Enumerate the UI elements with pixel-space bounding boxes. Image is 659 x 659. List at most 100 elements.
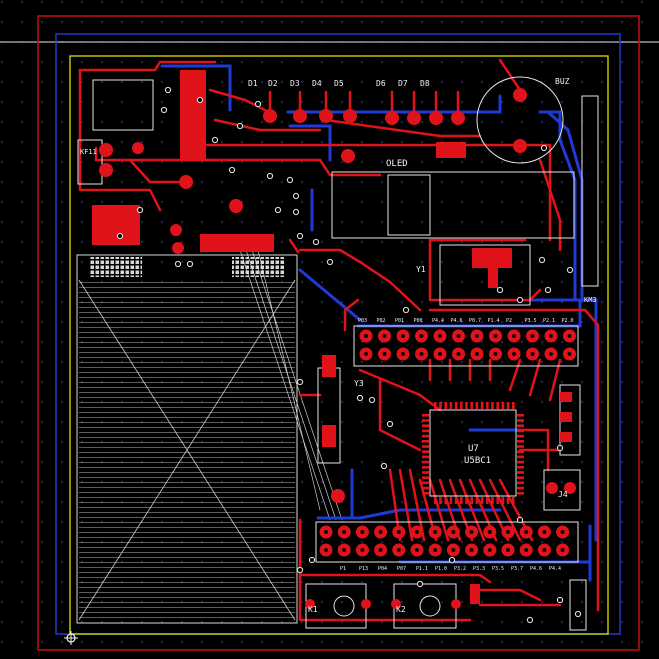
- top-pin-label: P02: [377, 318, 386, 324]
- header-pad-hole: [549, 352, 553, 356]
- mcu-pad: [439, 402, 442, 409]
- bottom-pin-label: P1.1: [416, 566, 428, 572]
- mcu-pad: [517, 440, 524, 443]
- mcu-pad: [422, 481, 429, 485]
- header-pads: [319, 329, 576, 557]
- via: [296, 232, 304, 240]
- led-label: D6: [376, 79, 386, 88]
- via: [164, 86, 172, 94]
- mcu-pad: [517, 434, 524, 438]
- via: [516, 516, 524, 524]
- mcu-pad: [460, 497, 463, 504]
- via: [566, 266, 574, 274]
- top-pin-label: P2: [506, 318, 512, 324]
- top-pin-label: P01: [395, 318, 404, 324]
- mcu-pad: [501, 402, 505, 409]
- mcu-pad: [444, 497, 447, 504]
- mcu-pad: [506, 402, 510, 409]
- lcd-footprint: [76, 254, 298, 624]
- mcu-pad: [517, 476, 524, 479]
- via: [296, 378, 304, 386]
- header-pad-hole: [524, 530, 529, 534]
- mcu-pad: [422, 450, 429, 453]
- header-pad-hole: [506, 548, 510, 552]
- mcu-pad: [422, 460, 429, 464]
- via: [544, 286, 552, 294]
- via: [540, 144, 548, 152]
- via: [386, 420, 394, 428]
- header-pad-hole: [438, 334, 442, 338]
- via: [556, 596, 564, 604]
- via: [312, 238, 320, 246]
- mcu-pad: [475, 497, 479, 504]
- mcu-pad: [517, 466, 524, 469]
- header-pad-hole: [469, 548, 474, 552]
- header-pad-hole: [469, 530, 474, 534]
- via: [526, 616, 534, 624]
- mcu-ref-label: U7: [468, 444, 479, 454]
- outer-red-frame: [37, 15, 640, 651]
- header-pad-hole: [493, 352, 498, 356]
- header-pad-hole: [487, 548, 492, 552]
- header-pad-hole: [419, 334, 424, 338]
- bottom-pin-label: P3.5: [492, 566, 504, 572]
- header-pad-hole: [487, 530, 492, 534]
- mcu-pad: [480, 402, 484, 409]
- top-pin-label: P3.5: [525, 318, 537, 324]
- silkscreen-labels: BUZ OLED Y1 Y3 U7 U5BC1 J4 K1 K2 KM3 KF1…: [80, 77, 597, 614]
- bottom-pin-label: P1: [340, 566, 346, 572]
- mcu-pads: [422, 402, 524, 504]
- vias: [116, 86, 582, 624]
- crystal-y3-label: Y3: [354, 379, 364, 388]
- mcu-pad: [517, 450, 524, 453]
- header-pad-hole: [401, 352, 405, 356]
- via: [574, 610, 582, 618]
- mcu-pad: [517, 445, 524, 448]
- header-pad-hole: [512, 334, 516, 338]
- mcu-pad: [512, 497, 515, 504]
- bottom-pin-label: P13: [359, 566, 368, 572]
- key-k2-label: K2: [396, 605, 406, 614]
- mcu-pad: [422, 471, 429, 474]
- mcu-pad: [460, 402, 463, 409]
- header-pad-hole: [475, 334, 479, 338]
- via: [266, 172, 274, 180]
- header-pad-hole: [433, 530, 438, 534]
- mcu-pad: [422, 486, 429, 490]
- via: [292, 192, 300, 200]
- mcu-pad: [501, 497, 505, 504]
- mcu-pad: [422, 445, 429, 448]
- header-pad-hole: [401, 334, 405, 338]
- via: [368, 396, 376, 404]
- mcu-pad: [422, 434, 429, 438]
- top-pin-label: P2.1: [543, 318, 555, 324]
- header-pad-hole: [360, 548, 365, 552]
- via: [496, 286, 504, 294]
- mcu-pad: [422, 455, 429, 459]
- led-label: D4: [312, 79, 322, 88]
- mcu-pad: [517, 481, 524, 485]
- mcu-pad: [486, 497, 489, 504]
- header-pad-hole: [530, 334, 535, 338]
- header-pad-hole: [415, 548, 419, 552]
- mcu-pad: [517, 486, 524, 490]
- header-pad-hole: [382, 334, 387, 338]
- header-pad-hole: [382, 352, 387, 356]
- header-pad-hole: [567, 334, 572, 338]
- header-pad-hole: [456, 334, 461, 338]
- header-pad-hole: [542, 530, 547, 534]
- crystal-y1-label: Y1: [416, 265, 426, 274]
- via: [538, 256, 546, 264]
- mcu-pad: [517, 492, 524, 495]
- bottom-pin-label: P1.0: [435, 566, 447, 572]
- mcu-pad: [496, 402, 499, 409]
- bottom-pin-label: P04: [378, 566, 387, 572]
- header-pad-hole: [549, 334, 553, 338]
- via: [356, 394, 364, 402]
- mcu-pad: [480, 497, 484, 504]
- header-pad-hole: [364, 352, 368, 356]
- mcu-pad: [517, 455, 524, 459]
